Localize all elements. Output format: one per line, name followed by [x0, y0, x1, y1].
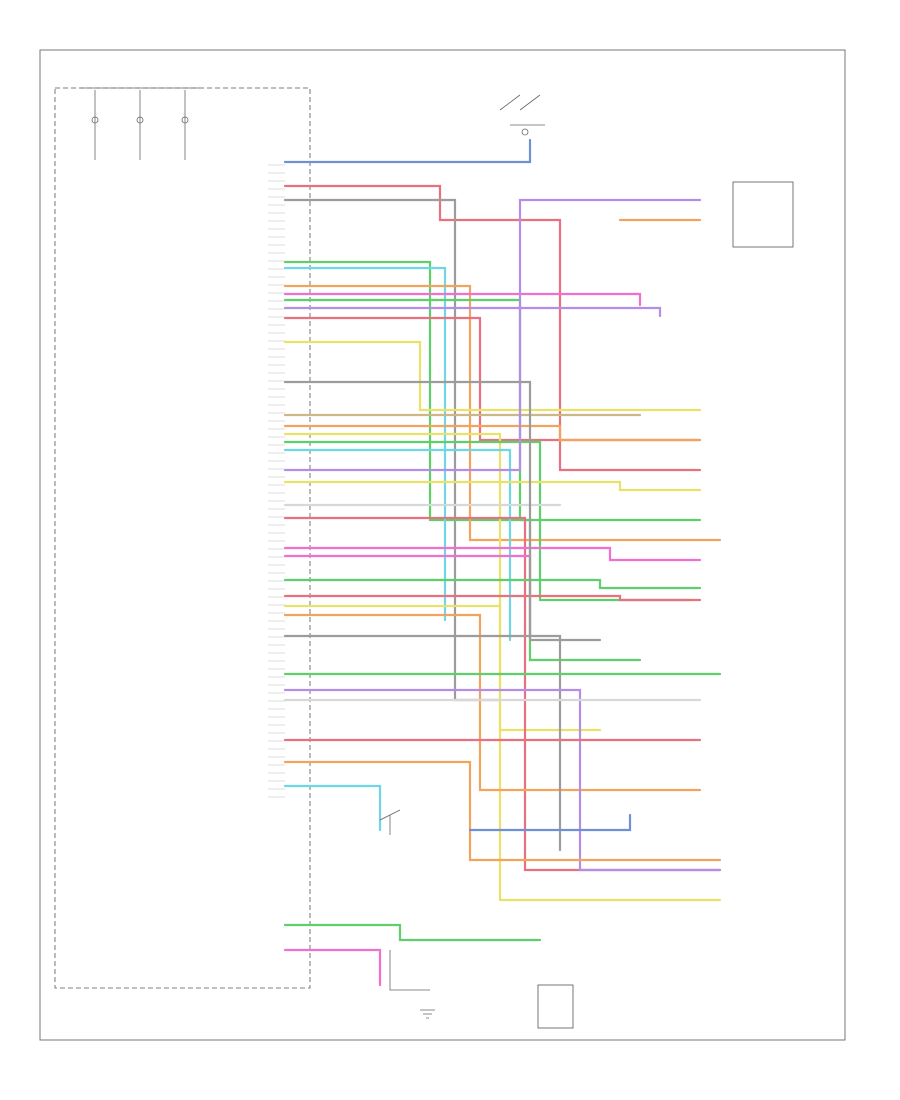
wire-orange	[283, 284, 722, 542]
wire-red	[283, 516, 722, 872]
wire-layer	[283, 138, 722, 987]
wire-violet	[283, 688, 722, 872]
wire-violet	[283, 306, 662, 318]
fuse-column	[80, 87, 200, 160]
wire-cyan	[283, 448, 512, 642]
wire-orange	[283, 613, 702, 792]
ignition-switch	[499, 94, 545, 136]
wire-cyan	[283, 784, 382, 832]
wire-yellow	[283, 340, 702, 412]
wire-yellow	[283, 432, 602, 732]
wire-gray	[283, 634, 562, 852]
body-control-module-box	[54, 87, 311, 989]
wire-pink	[283, 546, 702, 562]
wire-blue	[283, 138, 532, 164]
wire-red	[283, 184, 702, 472]
wire-violet	[283, 198, 702, 472]
ground-symbols	[379, 809, 435, 1019]
wire-pink	[283, 292, 642, 307]
wire-orange	[283, 424, 702, 442]
pin-layer	[268, 164, 285, 798]
wire-yellow	[283, 604, 722, 902]
wire-pink	[283, 948, 382, 987]
wire-red	[283, 594, 702, 602]
wire-orange	[283, 760, 722, 862]
wire-yellow	[283, 480, 702, 492]
wire-cyan	[283, 266, 447, 622]
diagram-border	[39, 49, 846, 1041]
right-module-box	[732, 181, 794, 248]
wire-blue	[468, 813, 632, 832]
wire-red	[283, 316, 702, 442]
wire-green	[283, 440, 692, 602]
wire-green	[283, 578, 702, 590]
wire-gray	[283, 380, 602, 642]
wire-green	[283, 923, 542, 942]
lower-module-box	[537, 984, 574, 1029]
wire-green	[283, 260, 642, 662]
